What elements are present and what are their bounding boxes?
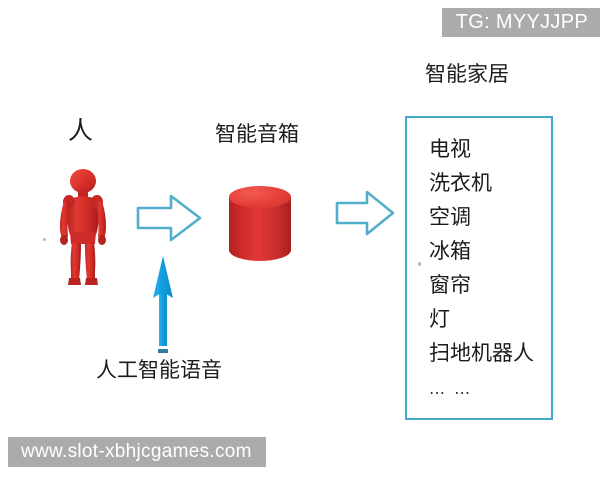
list-item: 扫地机器人 xyxy=(429,341,534,365)
list-item: 空调 xyxy=(429,205,471,229)
list-item: 灯 xyxy=(429,307,450,331)
arrow-up-icon xyxy=(145,255,181,355)
list-item: 冰箱 xyxy=(429,239,471,263)
cylinder-speaker-icon xyxy=(229,186,291,266)
list-item: 洗衣机 xyxy=(429,171,492,195)
telegram-watermark: TG: MYYJJPP xyxy=(441,8,600,37)
person-figure-icon xyxy=(47,168,119,288)
cylinder-top xyxy=(229,186,291,208)
scan-speck xyxy=(418,262,421,266)
block-arrow-right-icon xyxy=(334,188,396,238)
list-item: 电视 xyxy=(429,137,471,161)
node-label-person: 人 xyxy=(68,116,94,145)
block-arrow-right-icon xyxy=(135,192,203,244)
scan-speck xyxy=(43,238,46,241)
device-list: 电视 洗衣机 空调 冰箱 窗帘 灯 扫地机器人 … … xyxy=(429,132,534,408)
device-list-box: 电视 洗衣机 空调 冰箱 窗帘 灯 扫地机器人 … … xyxy=(405,116,553,420)
label-ai-voice: 人工智能语音 xyxy=(96,358,222,382)
node-label-speaker: 智能音箱 xyxy=(215,122,299,146)
list-item-ellipsis: … … xyxy=(429,379,473,398)
site-watermark: www.slot-xbhjcgames.com xyxy=(8,437,266,467)
node-label-smart-home: 智能家居 xyxy=(425,62,509,86)
list-item: 窗帘 xyxy=(429,273,471,297)
